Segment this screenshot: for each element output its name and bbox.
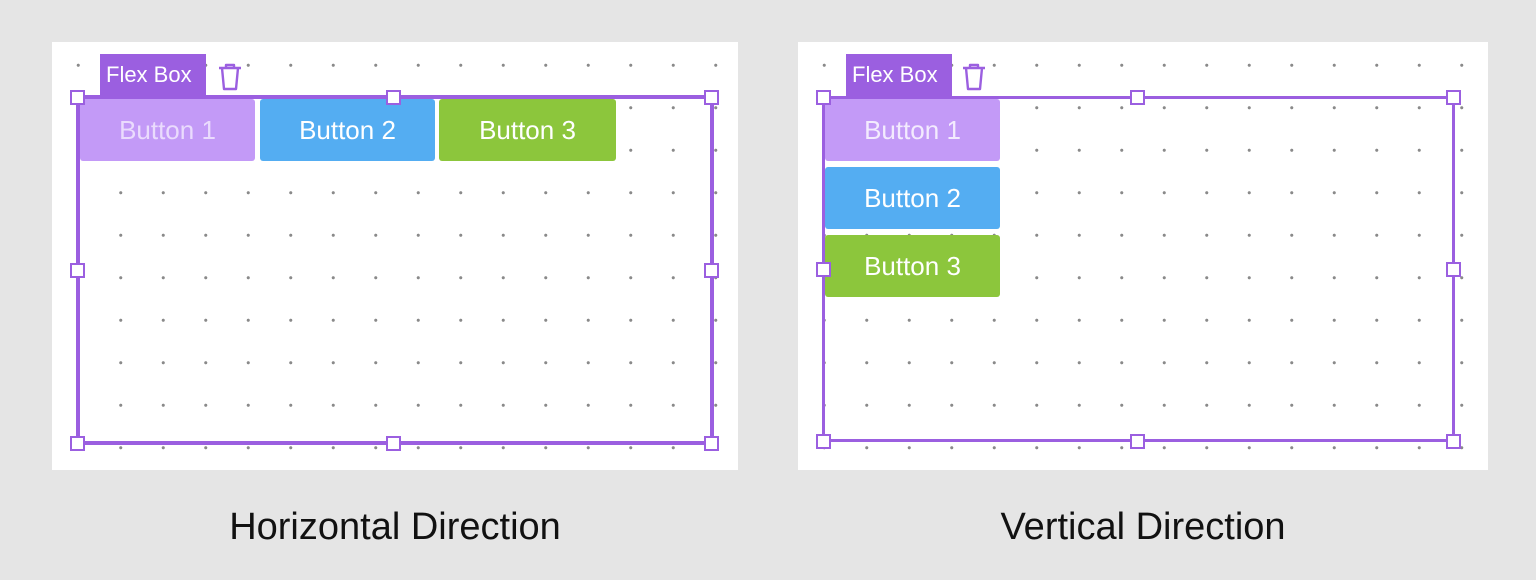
- resize-handle-right[interactable]: [1446, 262, 1461, 277]
- caption-vertical: Vertical Direction: [1000, 506, 1286, 548]
- button-2[interactable]: Button 2: [260, 99, 435, 161]
- resize-handle-bottom[interactable]: [1130, 434, 1145, 449]
- horizontal-canvas: Flex Box Button 1 Button 2 Button 3: [52, 42, 738, 470]
- caption-horizontal: Horizontal Direction: [229, 506, 561, 548]
- resize-handle-bottom[interactable]: [386, 436, 401, 451]
- resize-handle-left[interactable]: [816, 262, 831, 277]
- resize-handle-bottom-left[interactable]: [70, 436, 85, 451]
- resize-handle-top-left[interactable]: [70, 90, 85, 105]
- button-3[interactable]: Button 3: [825, 235, 1000, 297]
- flex-box-container[interactable]: Button 1 Button 2 Button 3: [76, 95, 714, 445]
- resize-handle-top-right[interactable]: [704, 90, 719, 105]
- resize-handle-top[interactable]: [1130, 90, 1145, 105]
- button-1[interactable]: Button 1: [825, 99, 1000, 161]
- vertical-canvas: Flex Box Button 1 Button 2 Button 3: [798, 42, 1488, 470]
- resize-handle-top-left[interactable]: [816, 90, 831, 105]
- trash-icon[interactable]: [961, 62, 987, 92]
- resize-handle-left[interactable]: [70, 263, 85, 278]
- resize-handle-bottom-left[interactable]: [816, 434, 831, 449]
- button-2[interactable]: Button 2: [825, 167, 1000, 229]
- trash-icon[interactable]: [217, 62, 243, 92]
- resize-handle-top[interactable]: [386, 90, 401, 105]
- button-1[interactable]: Button 1: [80, 99, 255, 161]
- resize-handle-right[interactable]: [704, 263, 719, 278]
- flex-box-container[interactable]: Button 1 Button 2 Button 3: [822, 96, 1455, 442]
- flex-box-tag[interactable]: Flex Box: [846, 54, 952, 96]
- resize-handle-bottom-right[interactable]: [704, 436, 719, 451]
- resize-handle-bottom-right[interactable]: [1446, 434, 1461, 449]
- flex-box-tag[interactable]: Flex Box: [100, 54, 206, 96]
- resize-handle-top-right[interactable]: [1446, 90, 1461, 105]
- button-3[interactable]: Button 3: [439, 99, 616, 161]
